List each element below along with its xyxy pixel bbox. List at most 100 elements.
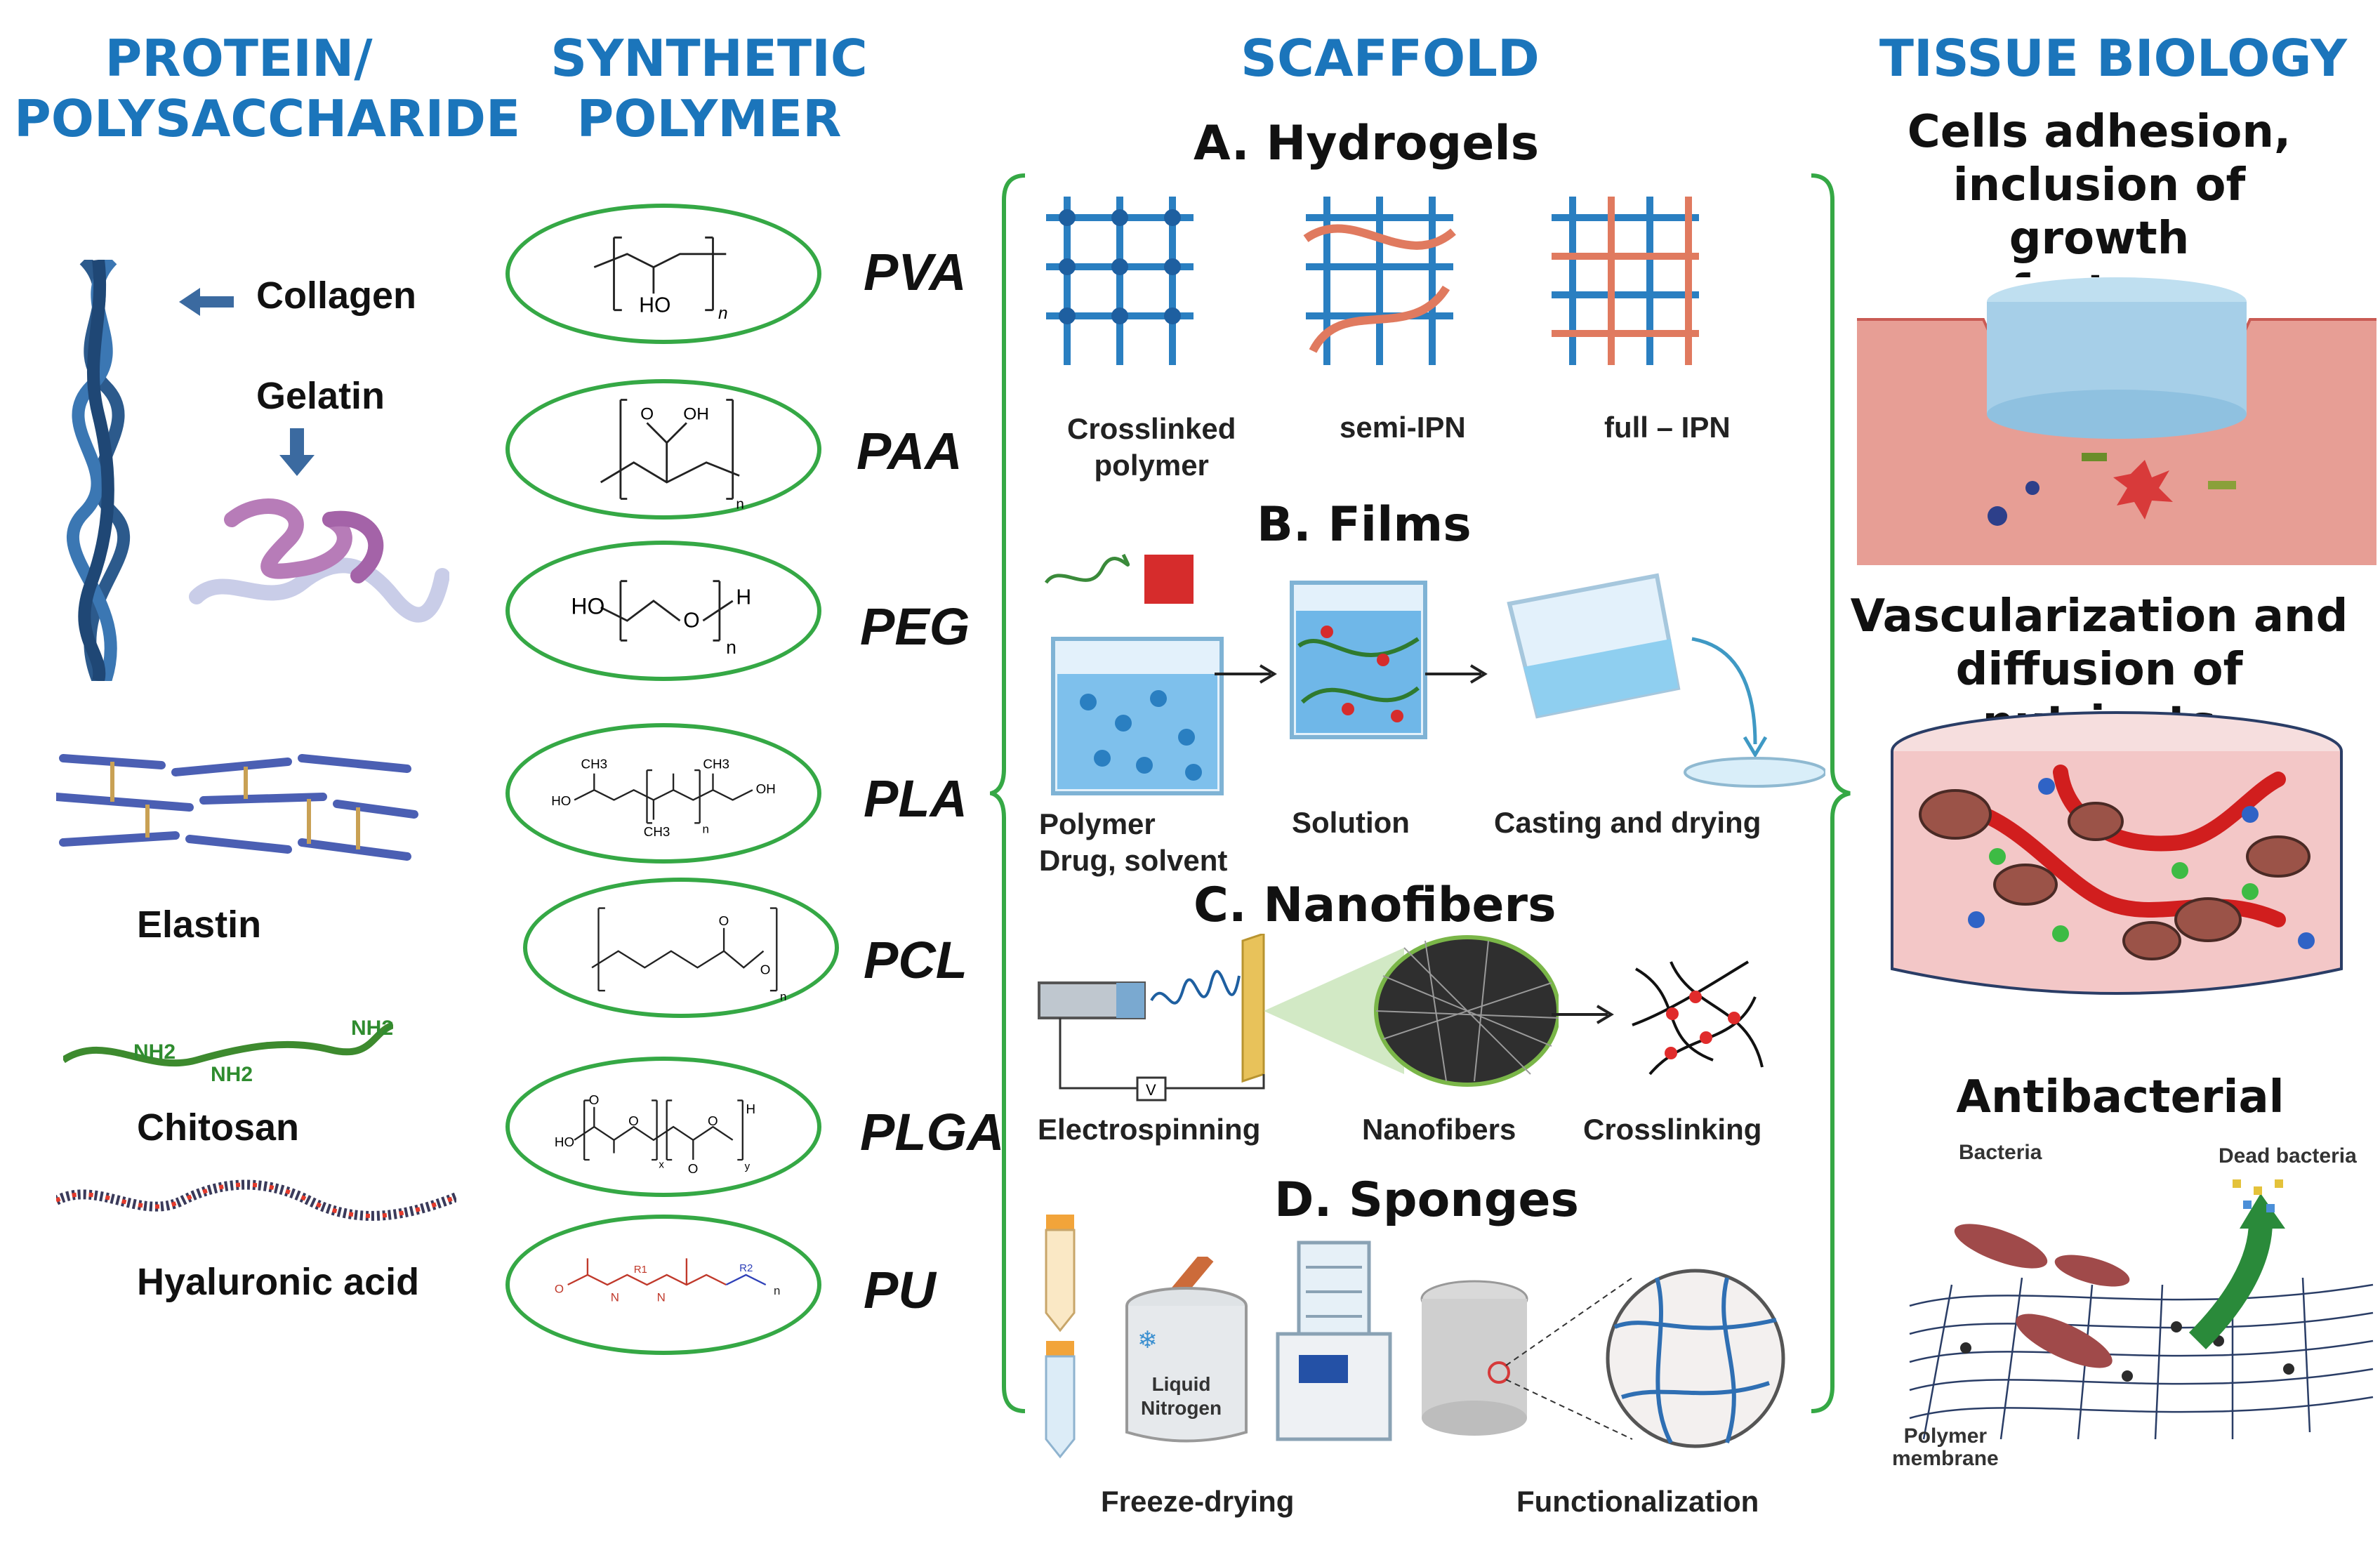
chitosan-label: Chitosan [137, 1106, 300, 1149]
svg-text:OH: OH [756, 781, 776, 796]
collagen-label: Collagen [256, 275, 417, 317]
svg-text:O: O [688, 1161, 699, 1176]
plga-label: PLGA [860, 1103, 1005, 1161]
svg-text:R2: R2 [739, 1262, 753, 1274]
tubes-illustration [1045, 1215, 1076, 1459]
svg-text:❄: ❄ [1137, 1326, 1158, 1354]
nanofibers-title: C. Nanofibers [1194, 878, 1556, 933]
polymer-beaker [1044, 553, 1224, 795]
svg-text:O: O [719, 913, 729, 928]
svg-text:n: n [774, 1284, 780, 1297]
svg-text:n: n [702, 822, 708, 835]
nanofiber-item-electrospinning: Electrospinning [1038, 1113, 1261, 1146]
svg-text:O: O [628, 1113, 639, 1128]
svg-text:x: x [659, 1158, 664, 1170]
hyaluronic-label: Hyaluronic acid [137, 1261, 420, 1303]
sponge-scaffold-illustration [1420, 1269, 1785, 1448]
wound-scaffold-illustration [1857, 277, 2376, 565]
arrow-left-icon [179, 288, 234, 316]
elastin-illustration [56, 754, 418, 861]
pva-label: PVA [864, 243, 967, 301]
header-scaffold: SCAFFOLD [1241, 29, 1540, 88]
svg-text:R1: R1 [634, 1264, 647, 1276]
pcl-label: PCL [864, 931, 967, 989]
freeze-dryer-illustration [1276, 1241, 1392, 1441]
elastin-label: Elastin [137, 904, 262, 946]
plga-structure-oval: O HO O O O H x y [505, 1057, 821, 1197]
svg-text:N: N [611, 1291, 619, 1304]
svg-text:n: n [736, 496, 744, 512]
plga-structure: O HO O O O H x y [555, 1092, 756, 1176]
svg-text:HO: HO [551, 793, 571, 808]
pla-structure-oval: CH3 HO OH CH3 CH3 n [505, 723, 821, 864]
svg-text:H: H [746, 1102, 756, 1116]
films-title: B. Films [1257, 497, 1472, 553]
casting-illustration [1507, 573, 1825, 788]
pla-structure: CH3 HO OH CH3 CH3 n [551, 756, 776, 839]
svg-text:O: O [555, 1282, 564, 1295]
hydrogels-title: A. Hydrogels [1194, 116, 1540, 171]
pva-structure-oval: HO n [505, 204, 821, 344]
pu-label: PU [864, 1261, 936, 1319]
pcl-structure: O O n [591, 907, 786, 1003]
hydrogel-item-semi-ipn: semi-IPN [1340, 411, 1466, 444]
paa-label: PAA [857, 422, 963, 480]
nh2-label: NH2 [211, 1063, 253, 1086]
svg-text:HO: HO [639, 294, 670, 317]
svg-text:O: O [640, 405, 654, 424]
hyaluronic-illustration [56, 1179, 456, 1221]
peg-structure: HO O H n [571, 580, 751, 658]
svg-text:HO: HO [571, 594, 604, 619]
hydrogel-item-crosslinked: Crosslinked polymer [1067, 412, 1236, 482]
pla-label: PLA [864, 769, 967, 828]
gelatin-illustration [189, 498, 449, 623]
crosslinked-network [1046, 197, 1194, 365]
svg-text:CH3: CH3 [644, 824, 670, 839]
peg-label: PEG [860, 597, 970, 656]
gelatin-label: Gelatin [256, 375, 385, 417]
svg-text:O: O [683, 609, 699, 633]
svg-text:OH: OH [683, 405, 709, 424]
film-item-casting: Casting and drying [1494, 806, 1761, 839]
solution-beaker [1290, 581, 1427, 739]
arrow-down-icon [279, 428, 315, 476]
paa-structure-oval: O OH n [505, 379, 821, 520]
semi-ipn-network [1303, 197, 1456, 365]
nanofiber-item-crosslinking: Crosslinking [1583, 1113, 1762, 1146]
film-item-polymer: Polymer Drug, solvent [1039, 807, 1228, 877]
bacteria-label: Bacteria [1959, 1141, 2042, 1164]
adhesion-title: Cells adhesion, inclusion of growth fact… [1907, 106, 2292, 318]
svg-text:O: O [760, 963, 771, 977]
liquid-nitrogen-container: ❄ [1125, 1257, 1248, 1443]
svg-text:n: n [718, 304, 728, 323]
collagen-illustration [67, 260, 131, 681]
svg-text:V: V [1146, 1081, 1156, 1099]
nh2-label: NH2 [351, 1017, 394, 1040]
svg-text:n: n [726, 637, 736, 658]
polymer-membrane-label: Polymer membrane [1892, 1424, 1999, 1470]
header-tissue: TISSUE BIOLOGY [1879, 29, 2348, 88]
pcl-structure-oval: O O n [523, 878, 839, 1018]
nanofibers-illustration [1264, 935, 1559, 1087]
full-ipn-network [1552, 197, 1699, 365]
peg-structure-oval: HO O H n [505, 541, 821, 681]
dead-bacteria-label: Dead bacteria [2219, 1144, 2357, 1168]
sponge-item-functionalization: Functionalization [1516, 1485, 1759, 1518]
scaffold-left-bracket [990, 173, 1026, 1413]
chitosan-illustration [63, 1021, 393, 1067]
scaffold-right-bracket [1811, 173, 1851, 1413]
svg-text:CH3: CH3 [581, 756, 608, 771]
nh2-label: NH2 [133, 1040, 176, 1064]
electrospinning-illustration: V [1038, 934, 1265, 1102]
svg-text:O: O [708, 1113, 718, 1128]
hydrogel-item-full-ipn: full – IPN [1604, 411, 1731, 444]
arrow-right-icon [1215, 664, 1277, 684]
svg-text:n: n [780, 990, 786, 1003]
header-synthetic: SYNTHETIC POLYMER [550, 29, 868, 148]
nanofiber-item-nanofibers: Nanofibers [1362, 1113, 1516, 1146]
sponge-item-freeze-drying: Freeze-drying [1101, 1485, 1295, 1518]
arrow-right-icon [1552, 1005, 1614, 1024]
pu-structure: O N R1 N R2 n [555, 1258, 780, 1304]
svg-text:CH3: CH3 [703, 756, 729, 771]
crosslinking-illustration [1632, 960, 1764, 1076]
